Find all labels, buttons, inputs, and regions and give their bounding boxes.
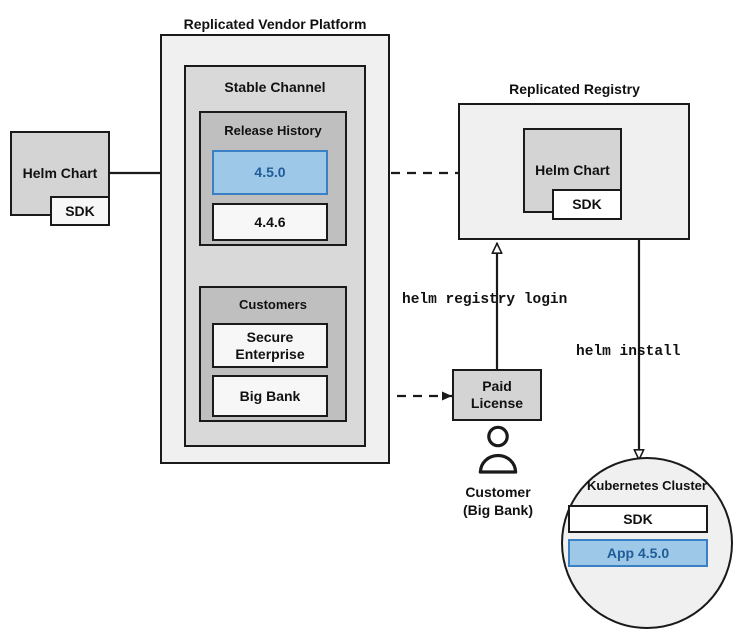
cluster-component-app: App 4.5.0 bbox=[568, 539, 708, 567]
registry-title: Replicated Registry bbox=[509, 81, 640, 97]
paid-license-line2: License bbox=[470, 395, 524, 411]
stable-channel-title: Stable Channel bbox=[224, 79, 326, 95]
release-item-4-5-0[interactable]: 4.5.0 bbox=[212, 150, 328, 195]
paid-license-box: Paid License bbox=[452, 369, 542, 421]
release-item-4-4-6[interactable]: 4.4.6 bbox=[212, 203, 328, 241]
source-sdk-box: SDK bbox=[50, 196, 110, 226]
paid-license-line1: Paid bbox=[482, 378, 512, 395]
release-version-label: 4.5.0 bbox=[254, 164, 286, 181]
source-sdk-label: SDK bbox=[65, 202, 95, 219]
customer-name-line1: Secure bbox=[246, 328, 294, 345]
command-helm-registry-login: helm registry login bbox=[402, 292, 568, 308]
customer-actor-label-line2: (Big Bank) bbox=[463, 502, 533, 518]
release-history-title: Release History bbox=[224, 123, 322, 138]
registry-sdk-label: SDK bbox=[572, 196, 602, 213]
release-version-label: 4.4.6 bbox=[254, 213, 286, 230]
registry-helm-chart-label: Helm Chart bbox=[535, 162, 610, 179]
customer-actor-label-line1: Customer bbox=[465, 484, 531, 500]
customers-title: Customers bbox=[239, 297, 307, 312]
customer-name-line1: Big Bank bbox=[239, 387, 301, 404]
customer-name-line2: Enterprise bbox=[235, 345, 305, 362]
registry-sdk-box: SDK bbox=[552, 189, 622, 220]
cluster-component-sdk: SDK bbox=[568, 505, 708, 533]
cluster-component-label: App 4.5.0 bbox=[606, 544, 670, 561]
kubernetes-cluster-title: Kubernetes Cluster bbox=[587, 478, 707, 493]
platform-title: Replicated Vendor Platform bbox=[183, 16, 367, 32]
customer-item-big-bank[interactable]: Big Bank bbox=[212, 375, 328, 417]
command-helm-install: helm install bbox=[576, 344, 681, 360]
customer-item-secure-enterprise[interactable]: Secure Enterprise bbox=[212, 323, 328, 368]
person-icon bbox=[478, 425, 518, 474]
cluster-component-label: SDK bbox=[623, 510, 653, 527]
source-helm-chart-label: Helm Chart bbox=[22, 165, 98, 182]
